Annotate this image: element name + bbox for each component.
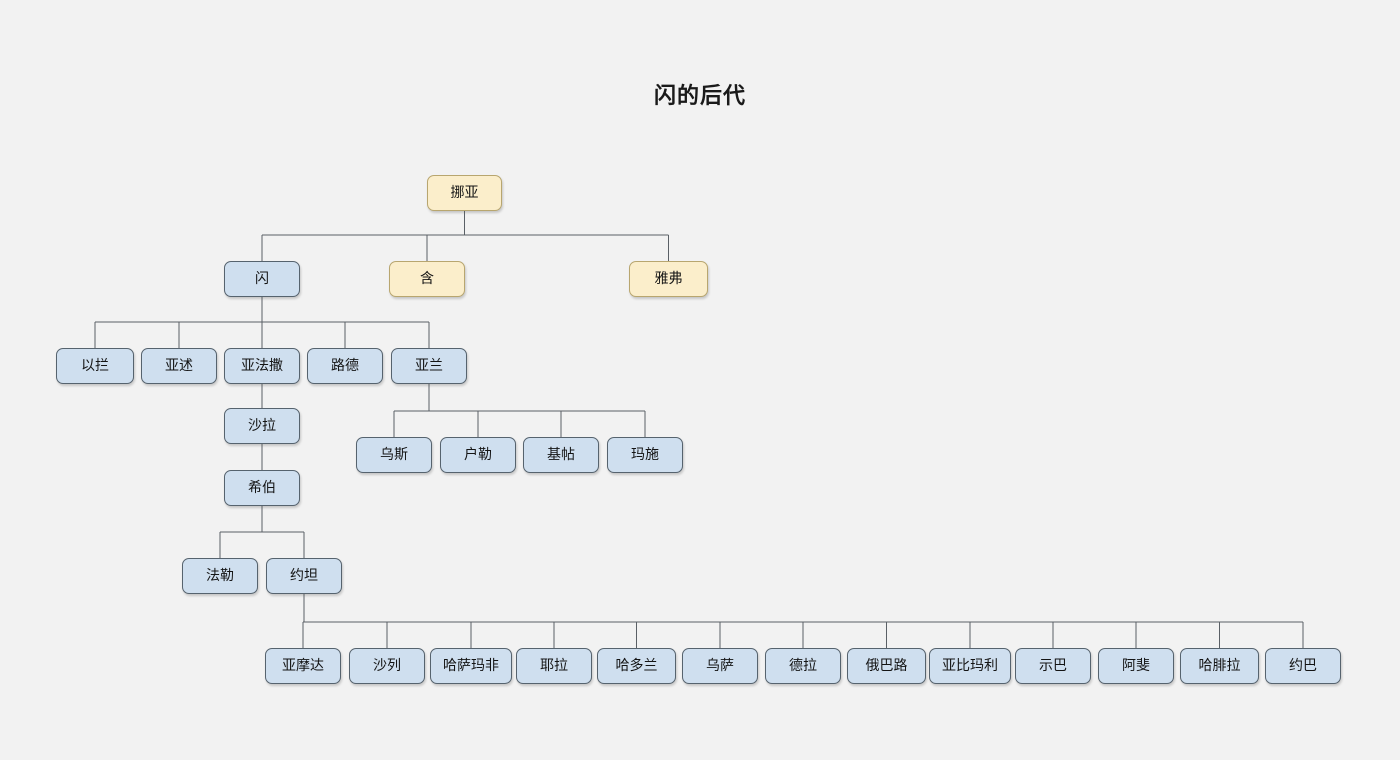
node-label: 哈多兰 [615, 658, 658, 674]
node-label: 耶拉 [540, 658, 568, 674]
node-label: 亚兰 [415, 358, 443, 374]
node-label: 俄巴路 [865, 658, 908, 674]
node-havilah[interactable]: 哈腓拉 [1180, 648, 1259, 684]
node-abimael[interactable]: 亚比玛利 [929, 648, 1011, 684]
node-uzal[interactable]: 乌萨 [682, 648, 758, 684]
node-aram[interactable]: 亚兰 [391, 348, 467, 384]
node-label: 法勒 [206, 568, 234, 584]
node-label: 希伯 [248, 480, 276, 496]
node-label: 阿斐 [1122, 658, 1150, 674]
node-label: 亚法撒 [241, 358, 283, 374]
node-sheba[interactable]: 示巴 [1015, 648, 1091, 684]
node-almodad[interactable]: 亚摩达 [265, 648, 341, 684]
node-ham[interactable]: 含 [389, 261, 465, 297]
node-label: 以拦 [81, 358, 109, 374]
node-peleg[interactable]: 法勒 [182, 558, 258, 594]
node-uz[interactable]: 乌斯 [356, 437, 432, 473]
node-shem[interactable]: 闪 [224, 261, 300, 297]
node-label: 亚述 [165, 358, 193, 374]
node-label: 闪 [255, 271, 269, 287]
node-hadoram[interactable]: 哈多兰 [597, 648, 676, 684]
node-mash[interactable]: 玛施 [607, 437, 683, 473]
node-label: 亚摩达 [282, 658, 324, 674]
node-label: 亚比玛利 [942, 658, 998, 674]
node-joktan[interactable]: 约坦 [266, 558, 342, 594]
page-title: 闪的后代 [653, 84, 746, 109]
node-label: 玛施 [631, 447, 659, 463]
node-label: 约坦 [290, 568, 318, 584]
node-eber[interactable]: 希伯 [224, 470, 300, 506]
node-sheleph[interactable]: 沙列 [349, 648, 425, 684]
node-shelah[interactable]: 沙拉 [224, 408, 300, 444]
node-gether[interactable]: 基帖 [523, 437, 599, 473]
node-elam[interactable]: 以拦 [56, 348, 134, 384]
node-lud[interactable]: 路德 [307, 348, 383, 384]
node-asshur[interactable]: 亚述 [141, 348, 217, 384]
node-label: 含 [420, 271, 434, 287]
node-ophir[interactable]: 阿斐 [1098, 648, 1174, 684]
node-label: 德拉 [789, 658, 817, 674]
node-jerah[interactable]: 耶拉 [516, 648, 592, 684]
node-label: 户勒 [464, 447, 492, 463]
node-label: 基帖 [547, 447, 575, 463]
node-label: 挪亚 [450, 185, 479, 201]
node-label: 约巴 [1289, 658, 1317, 674]
node-label: 沙列 [373, 658, 401, 674]
node-obal[interactable]: 俄巴路 [847, 648, 926, 684]
node-label: 沙拉 [248, 418, 276, 434]
node-hazarmave[interactable]: 哈萨玛非 [430, 648, 512, 684]
node-arphaxad[interactable]: 亚法撒 [224, 348, 300, 384]
node-hul[interactable]: 户勒 [440, 437, 516, 473]
node-label: 乌斯 [380, 447, 408, 463]
node-japheth[interactable]: 雅弗 [629, 261, 708, 297]
node-label: 示巴 [1039, 658, 1067, 674]
node-jobab[interactable]: 约巴 [1265, 648, 1341, 684]
node-diklah[interactable]: 德拉 [765, 648, 841, 684]
node-label: 雅弗 [654, 271, 683, 287]
node-noah[interactable]: 挪亚 [427, 175, 502, 211]
node-label: 乌萨 [706, 658, 734, 674]
node-label: 哈萨玛非 [443, 658, 499, 674]
node-label: 哈腓拉 [1198, 658, 1241, 674]
node-label: 路德 [331, 358, 359, 374]
